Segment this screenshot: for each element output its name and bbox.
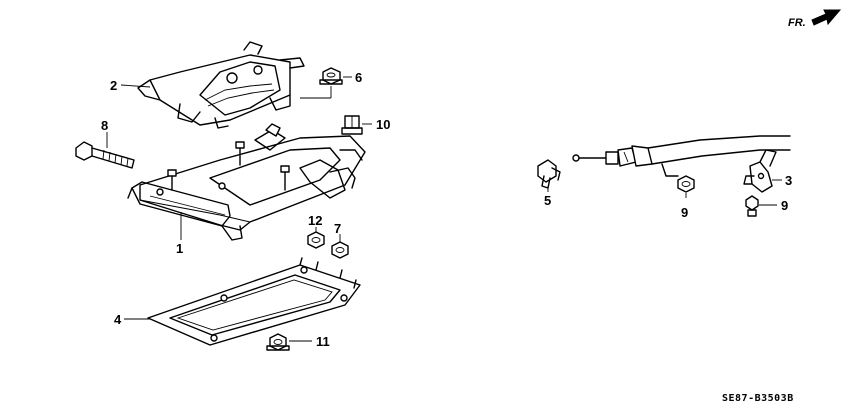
callout-10: 10	[376, 117, 390, 132]
part-12-nut	[307, 231, 325, 249]
callout-12: 12	[308, 213, 322, 228]
callout-7: 7	[334, 221, 341, 236]
part-9-bolt-right	[745, 195, 759, 217]
part-3-cable-bracket	[743, 149, 777, 193]
part-5-cable-clip	[537, 159, 561, 189]
part-6-flange-nut	[319, 67, 343, 85]
callout-1: 1	[176, 241, 183, 256]
front-arrow-icon	[811, 9, 842, 26]
callout-9-right: 9	[781, 198, 788, 213]
callout-8: 8	[101, 118, 108, 133]
part-9-bolt-left	[677, 175, 695, 193]
shift-cable	[572, 135, 791, 177]
callout-6: 6	[355, 70, 362, 85]
part-7-nut	[331, 241, 349, 259]
callout-4: 4	[114, 312, 122, 327]
part-4-gasket	[147, 257, 361, 346]
callout-2: 2	[110, 78, 117, 93]
front-direction-indicator: FR.	[788, 9, 842, 29]
callout-9-left: 9	[681, 205, 688, 220]
part-11-flange-nut	[266, 333, 290, 351]
callout-11: 11	[316, 334, 330, 349]
front-label: FR.	[788, 17, 806, 29]
part-10-bolt	[341, 115, 363, 135]
callout-5: 5	[544, 193, 551, 208]
callout-3: 3	[785, 173, 792, 188]
part-2-shift-bracket	[137, 41, 305, 129]
part-1-shift-base	[127, 123, 366, 241]
part-8-long-bolt	[75, 141, 135, 169]
diagram-code: SE87-B3503B	[722, 393, 794, 404]
